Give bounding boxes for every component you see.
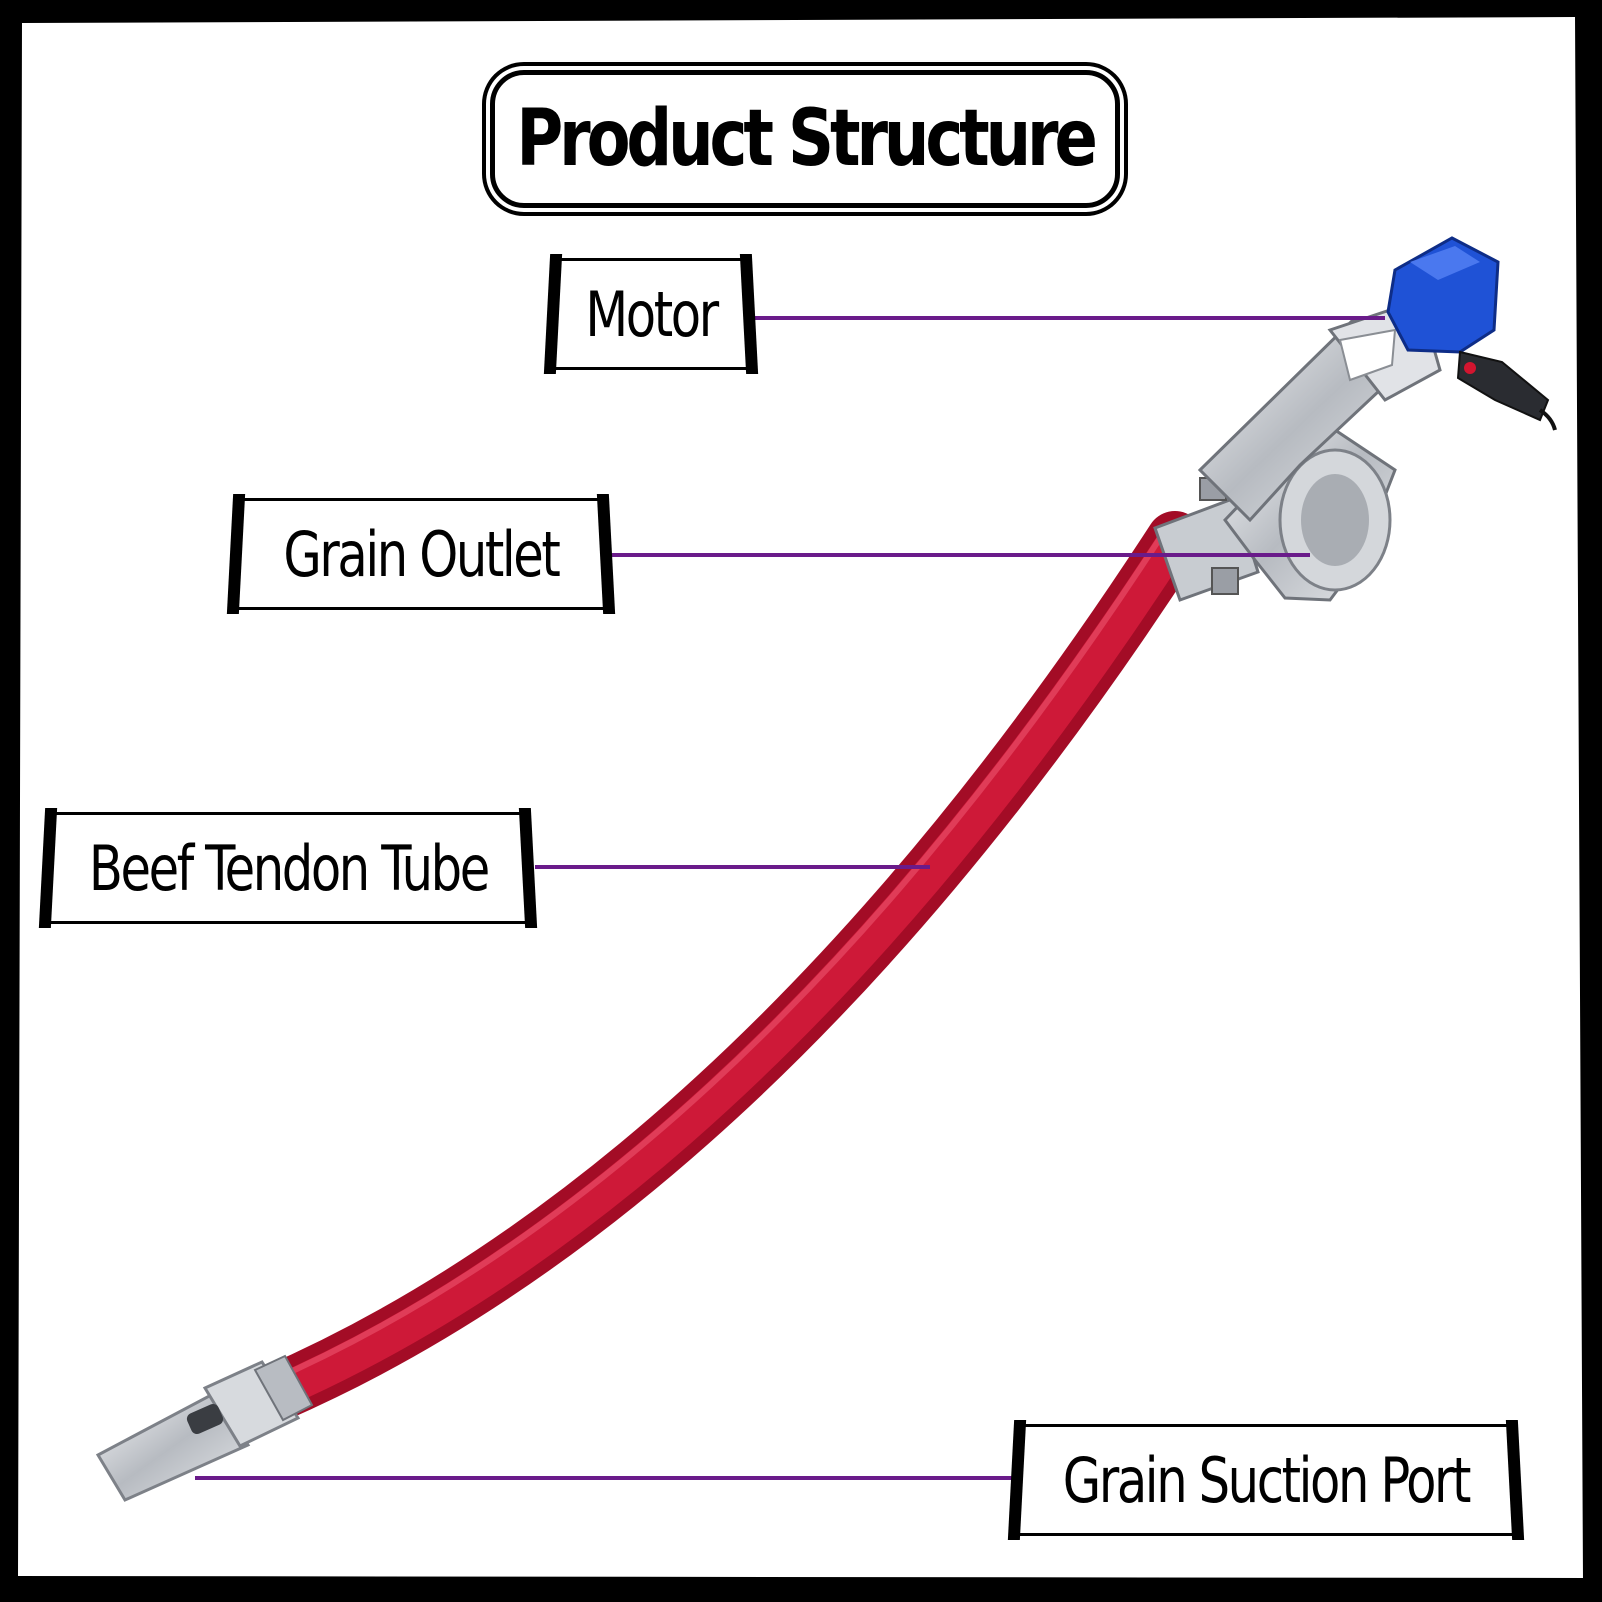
grain-suction-port-shape (95, 1354, 314, 1502)
tube-label: Beef Tendon Tube (38, 808, 538, 928)
motor-label-text: Motor (585, 277, 719, 351)
page-title: Product Structure (516, 94, 1097, 184)
motor-label: Motor (543, 254, 759, 374)
motor-shape (1386, 236, 1557, 431)
page-title-badge: Product Structure (490, 70, 1120, 208)
suction-port-label-text: Grain Suction Port (1062, 1443, 1472, 1517)
grain-outlet-label-text: Grain Outlet (283, 517, 560, 591)
tube-label-text: Beef Tendon Tube (88, 831, 490, 905)
suction-port-label: Grain Suction Port (1007, 1420, 1525, 1540)
grain-outlet-label: Grain Outlet (226, 494, 616, 614)
